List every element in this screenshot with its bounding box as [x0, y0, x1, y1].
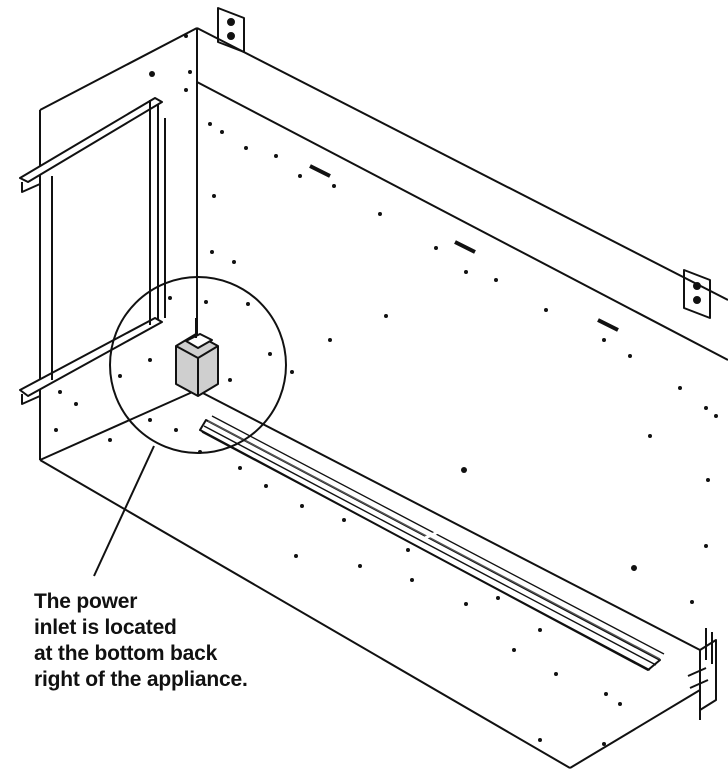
back-panel-top-left	[39, 27, 198, 111]
screw-holes	[54, 34, 718, 746]
top-panel	[196, 27, 728, 301]
top-slots	[309, 164, 619, 332]
callout-leader-line	[93, 445, 155, 577]
power-inlet	[175, 318, 219, 397]
caption-line-2: inlet is located	[34, 616, 177, 639]
caption-line-3: at the bottom back	[34, 642, 218, 665]
mounting-tab-right	[683, 269, 711, 319]
right-end-bracket	[687, 628, 717, 711]
bottom-front-edge	[39, 459, 571, 769]
bottom-right-end	[569, 689, 701, 769]
bottom-back-edge	[196, 389, 701, 651]
inlet-callout-circle	[109, 276, 287, 454]
caption-line-1: The power	[34, 590, 138, 613]
bottom-left-edge	[39, 389, 198, 461]
top-inner-edge	[196, 81, 728, 361]
vent-grille	[199, 415, 665, 671]
left-bracket	[19, 97, 166, 405]
caption-line-4: right of the appliance.	[34, 668, 248, 691]
power-inlet-caption: The power inlet is located at the bottom…	[34, 589, 334, 693]
